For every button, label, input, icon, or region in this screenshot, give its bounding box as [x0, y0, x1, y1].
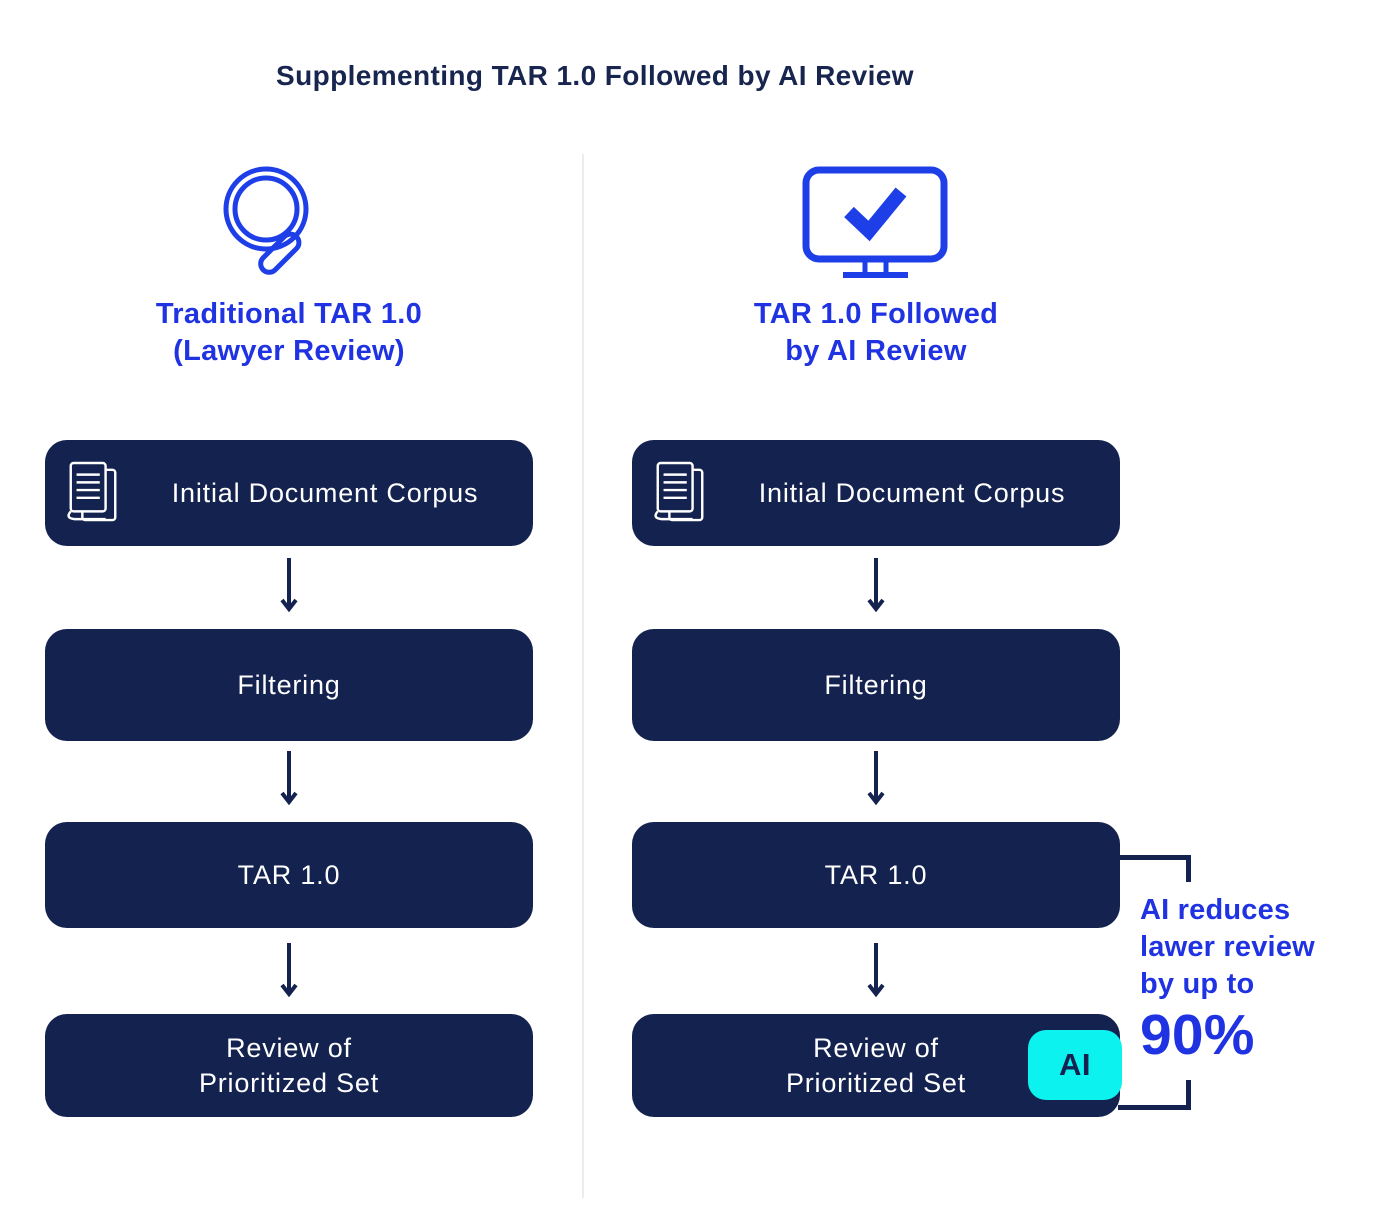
heading-line: (Lawyer Review): [173, 335, 405, 367]
bracket-top-segment: [1118, 855, 1191, 882]
document-stack-icon: [67, 461, 117, 522]
monitor-checkmark-icon: [802, 166, 948, 278]
down-arrow-icon: [867, 943, 885, 998]
down-arrow-icon: [280, 751, 298, 806]
step-label: Filtering: [237, 669, 341, 700]
step-box-tar-ai: TAR 1.0: [632, 822, 1120, 928]
step-label: TAR 1.0: [237, 859, 341, 890]
bracket-bottom-segment: [1118, 1080, 1191, 1110]
annotation-line: AI reduces: [1140, 894, 1291, 926]
step-box-corpus-traditional: Initial Document Corpus: [45, 440, 533, 546]
step-label: Initial Document Corpus: [171, 477, 479, 508]
down-arrow-icon: [867, 751, 885, 806]
step-box-filtering-traditional: Filtering: [45, 629, 533, 741]
column-divider: [582, 154, 584, 1198]
step-label: Review of Prioritized Set: [198, 1032, 380, 1098]
down-arrow-icon: [280, 943, 298, 998]
step-label: TAR 1.0: [824, 859, 928, 890]
heading-line: by AI Review: [785, 335, 967, 367]
column-heading-traditional: Traditional TAR 1.0 (Lawyer Review): [45, 296, 533, 370]
step-label: Initial Document Corpus: [758, 477, 1066, 508]
step-box-tar-traditional: TAR 1.0: [45, 822, 533, 928]
step-box-filtering-ai: Filtering: [632, 629, 1120, 741]
page-title: Supplementing TAR 1.0 Followed by AI Rev…: [276, 60, 914, 91]
down-arrow-icon: [867, 558, 885, 613]
document-stack-icon: [654, 461, 704, 522]
ai-badge-label: AI: [1059, 1047, 1091, 1082]
step-label: Review of Prioritized Set: [785, 1032, 967, 1098]
down-arrow-icon: [280, 558, 298, 613]
annotation-line: lawer review: [1140, 931, 1315, 963]
step-box-corpus-ai: Initial Document Corpus: [632, 440, 1120, 546]
step-box-review-traditional: Review of Prioritized Set: [45, 1014, 533, 1117]
annotation-percentage: 90%: [1140, 1003, 1255, 1067]
ai-reduction-annotation: AI reduces lawer review by up to 90%: [1140, 892, 1315, 1065]
ai-badge: AI: [1028, 1030, 1122, 1100]
step-label: Filtering: [824, 669, 928, 700]
column-heading-ai-review: TAR 1.0 Followed by AI Review: [632, 296, 1120, 370]
heading-line: TAR 1.0 Followed: [753, 298, 999, 330]
magnifying-glass-icon: [223, 166, 309, 275]
annotation-line: by up to: [1140, 968, 1255, 1000]
heading-line: Traditional TAR 1.0: [155, 298, 423, 330]
